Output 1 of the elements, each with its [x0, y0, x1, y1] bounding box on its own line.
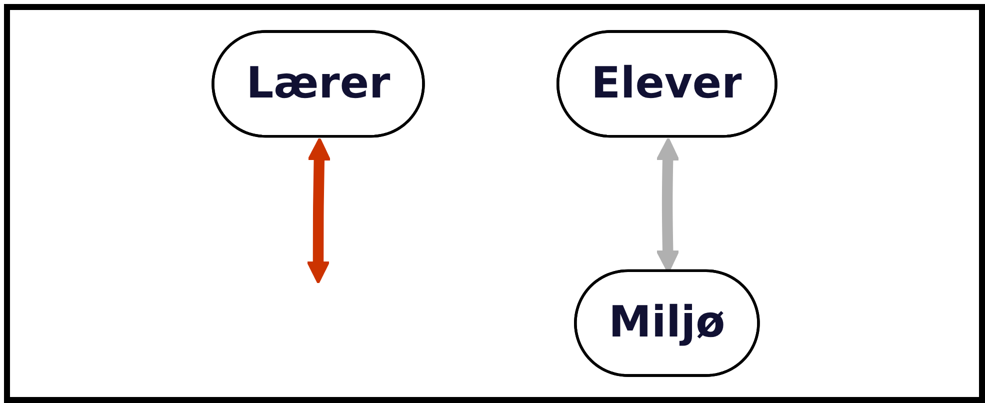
arrow [306, 138, 331, 284]
